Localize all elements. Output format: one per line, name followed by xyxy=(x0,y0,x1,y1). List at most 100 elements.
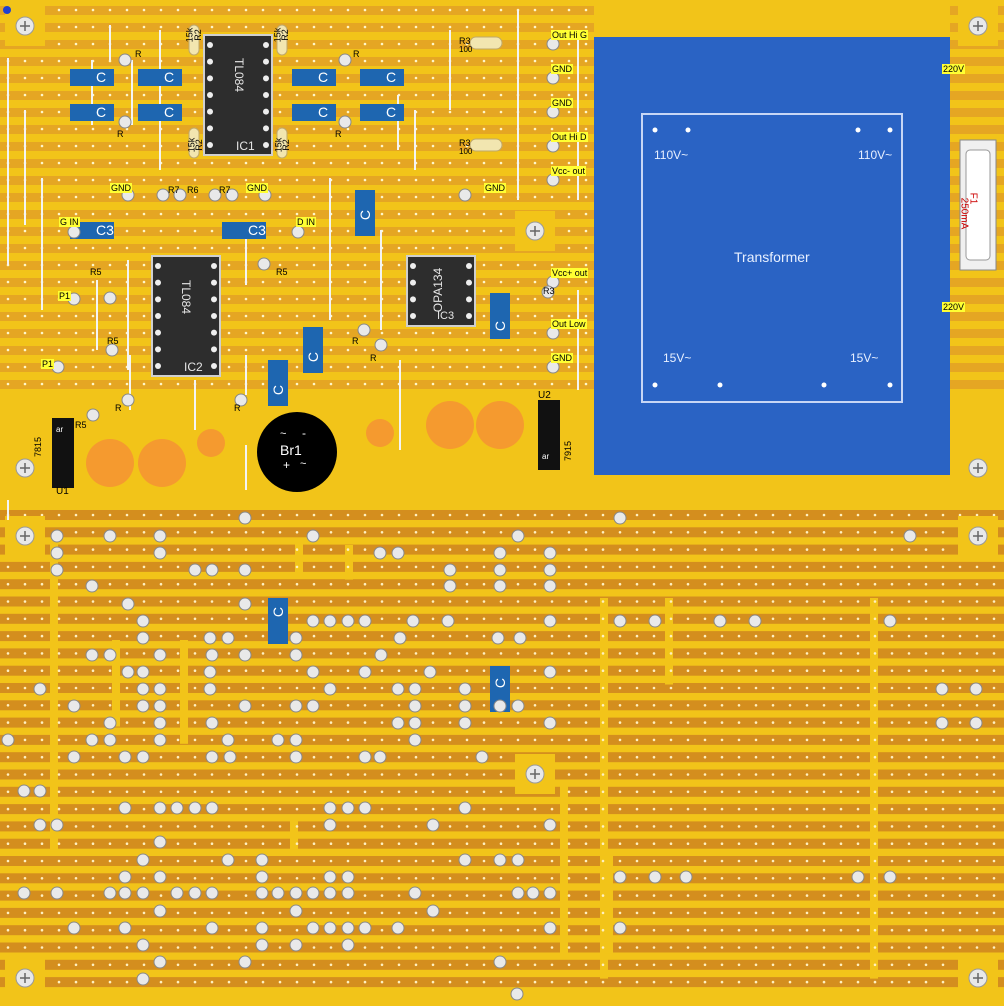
hole xyxy=(958,721,962,724)
hole xyxy=(720,531,724,534)
hole xyxy=(720,582,724,586)
hole xyxy=(261,548,265,551)
hole xyxy=(295,280,299,284)
hole xyxy=(6,773,10,776)
hole xyxy=(856,807,860,811)
hole xyxy=(329,161,333,165)
hole xyxy=(23,314,27,318)
hole xyxy=(992,894,996,897)
hole xyxy=(125,634,129,638)
hole xyxy=(448,229,452,233)
ic1-body-pin xyxy=(207,142,213,148)
hole xyxy=(23,280,27,284)
hole xyxy=(822,513,826,517)
hole xyxy=(907,928,911,932)
hole xyxy=(618,755,622,759)
hole xyxy=(499,178,503,182)
hole xyxy=(278,669,282,672)
hole xyxy=(992,513,996,517)
hole xyxy=(890,582,894,586)
hole xyxy=(380,42,384,46)
electrolytic-capacitor xyxy=(86,439,134,487)
hole xyxy=(584,877,588,880)
hole xyxy=(992,790,996,794)
hole xyxy=(329,42,333,46)
solder-pad xyxy=(153,529,167,543)
hole xyxy=(57,280,61,284)
hole xyxy=(448,600,452,603)
hole xyxy=(125,721,129,724)
hole xyxy=(6,280,10,284)
hole xyxy=(856,565,860,569)
hole xyxy=(686,548,690,551)
hole xyxy=(958,946,962,949)
ic3-body-pin xyxy=(410,263,416,269)
hole xyxy=(74,980,78,984)
hole xyxy=(312,513,316,517)
hole xyxy=(159,513,163,517)
hole xyxy=(550,8,554,12)
hole xyxy=(23,755,27,759)
hole xyxy=(108,911,112,915)
hole xyxy=(567,704,571,707)
hole xyxy=(74,25,78,29)
hole xyxy=(431,686,435,690)
hole xyxy=(244,531,248,534)
hole xyxy=(618,704,622,707)
hole xyxy=(924,790,928,794)
hole xyxy=(924,652,928,655)
hole xyxy=(57,755,61,759)
hole xyxy=(601,686,605,690)
hole xyxy=(74,790,78,794)
hole xyxy=(601,738,605,742)
hole xyxy=(193,59,197,63)
film-capacitor xyxy=(490,666,510,712)
hole xyxy=(856,773,860,776)
resistor-body xyxy=(469,36,503,50)
hole xyxy=(499,161,503,165)
hole xyxy=(601,859,605,863)
hole xyxy=(74,721,78,724)
hole xyxy=(23,59,27,63)
u1-pins: ar xyxy=(56,425,64,434)
hole xyxy=(992,600,996,603)
hole xyxy=(533,382,537,386)
hole xyxy=(635,669,639,672)
hole xyxy=(482,980,486,984)
hole xyxy=(703,652,707,655)
hole xyxy=(414,382,418,386)
hole xyxy=(57,314,61,318)
hole xyxy=(176,582,180,586)
label-p1-a: P1 xyxy=(58,291,72,301)
hole xyxy=(57,93,61,97)
hole xyxy=(57,790,61,794)
hole xyxy=(312,825,316,828)
hole xyxy=(431,8,435,12)
hole xyxy=(788,790,792,794)
hole xyxy=(261,842,265,845)
solder-pad xyxy=(374,648,388,662)
hole xyxy=(23,297,27,301)
hole xyxy=(516,686,520,690)
hole xyxy=(805,634,809,638)
hole xyxy=(193,634,197,638)
hole xyxy=(176,144,180,148)
hole xyxy=(822,548,826,551)
hole xyxy=(754,686,758,690)
solder-pad xyxy=(118,870,132,884)
hole xyxy=(890,513,894,517)
hole xyxy=(363,859,367,863)
hole xyxy=(788,704,792,707)
corner-marker xyxy=(3,6,11,14)
r15k-label-d: 15k xyxy=(273,137,284,153)
hole xyxy=(754,825,758,828)
hole xyxy=(108,513,112,517)
hole xyxy=(975,634,979,638)
hole xyxy=(227,790,231,794)
hole xyxy=(890,859,894,863)
hole xyxy=(839,894,843,897)
hole xyxy=(125,548,129,551)
hole xyxy=(74,582,78,586)
cap-c3-right-label: C3 xyxy=(248,222,266,238)
hole xyxy=(567,127,571,131)
